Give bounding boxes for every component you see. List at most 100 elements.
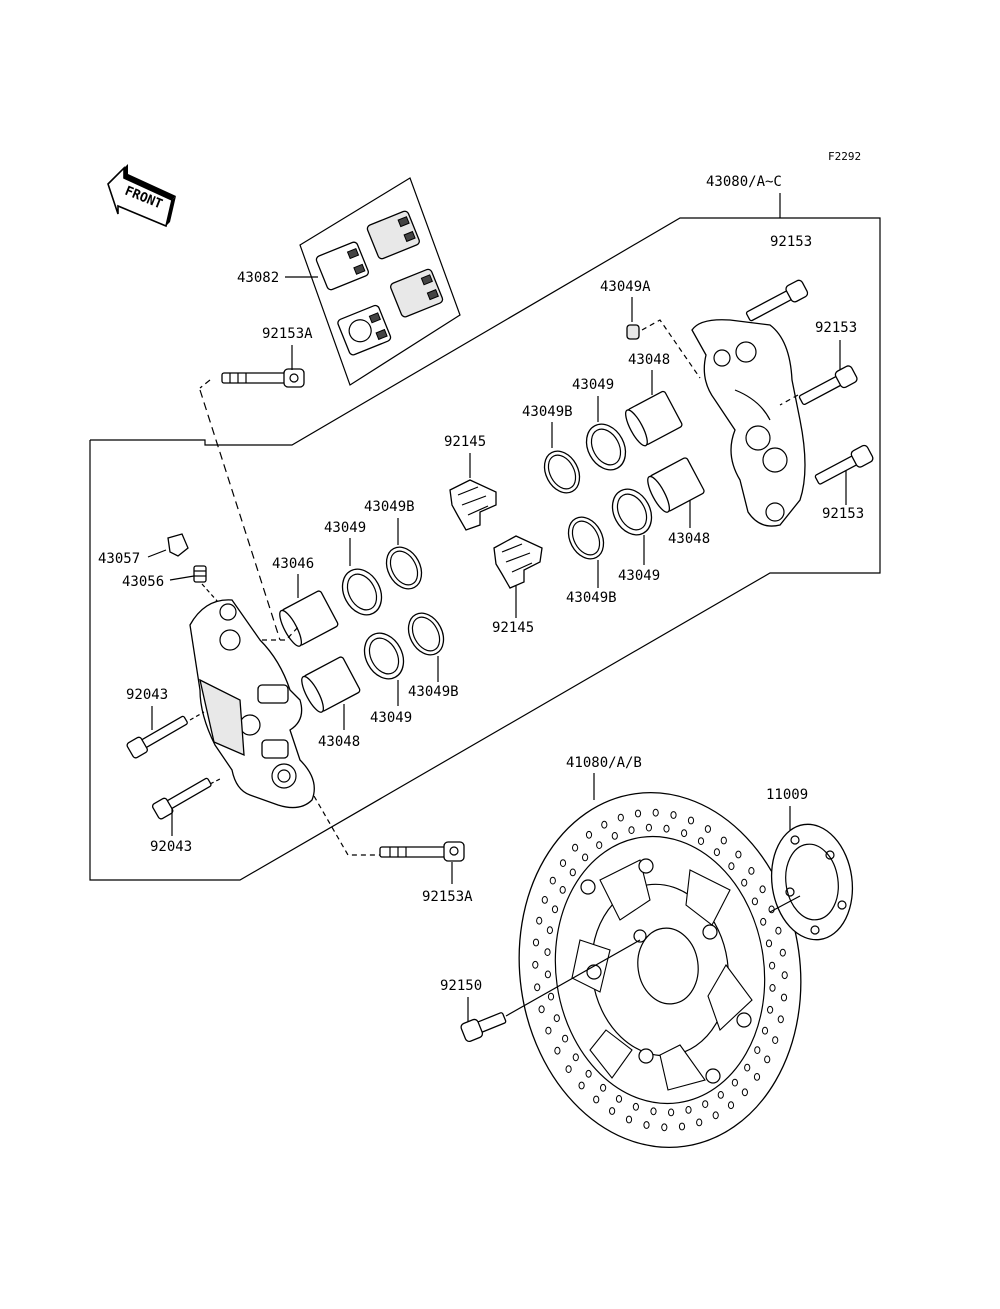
disc-vent-hole <box>559 886 566 894</box>
bolt-92153a-top <box>221 368 305 388</box>
disc-vent-hole <box>775 926 782 935</box>
disc-vent-hole <box>777 1015 784 1024</box>
bleeder-cap <box>167 533 189 557</box>
label-spring-a: 92145 <box>444 434 486 450</box>
disc-vent-hole <box>767 1005 774 1014</box>
label-shim: 11009 <box>766 787 808 803</box>
label-disc-bolt: 92150 <box>440 978 482 994</box>
disc-vent-hole <box>536 916 543 925</box>
disc-vent-hole <box>741 878 748 887</box>
disc-vent-hole <box>754 1046 761 1054</box>
assembly-outline <box>89 217 881 881</box>
disc-vent-hole <box>668 1108 675 1117</box>
disc-vent-hole <box>772 1036 779 1044</box>
piston-l2 <box>301 656 361 713</box>
label-piston-r1: 43048 <box>628 352 670 368</box>
piston-r2 <box>647 457 705 513</box>
disc-vent-hole <box>578 1081 585 1090</box>
label-seal-l2: 43049 <box>370 710 412 726</box>
front-direction-arrow-icon: FRONT <box>107 164 176 228</box>
disc-vent-hole <box>779 948 786 957</box>
disc-vent-hole <box>728 862 735 871</box>
spring-b <box>493 535 543 589</box>
disc-vent-hole <box>645 823 653 832</box>
disc-vent-hole <box>551 905 559 914</box>
brake-pad-set <box>299 177 461 386</box>
label-92153a-top: 92153A <box>262 326 313 342</box>
disc-vent-hole <box>748 867 755 875</box>
label-disc: 41080/A/B <box>566 755 642 771</box>
disc-vent-hole <box>634 809 642 818</box>
disc-vent-hole <box>554 1046 561 1055</box>
disc-vent-hole <box>731 1078 739 1087</box>
seal-43049a <box>626 324 640 340</box>
disc-vent-hole <box>652 808 659 817</box>
figure-code: F2292 <box>828 150 861 163</box>
caliper-half-left <box>189 599 315 809</box>
disc-vent-hole <box>765 939 773 948</box>
label-seal-r1: 43049 <box>572 377 614 393</box>
piston-l1 <box>279 590 339 647</box>
label-spring-b: 92145 <box>492 620 534 636</box>
spring-a <box>449 479 497 531</box>
seal-l2b <box>407 612 445 656</box>
disc-vent-hole <box>628 826 635 834</box>
disc-vent-hole <box>611 832 618 840</box>
disc-vent-hole <box>713 848 721 857</box>
disc-vent-hole <box>702 1100 709 1108</box>
label-seal-r2: 43049 <box>618 568 660 584</box>
disc-vent-hole <box>585 1069 592 1078</box>
label-92153-c: 92153 <box>822 506 864 522</box>
disc-vent-hole <box>593 1095 600 1104</box>
disc-vent-hole <box>615 1095 623 1103</box>
disc-vent-hole <box>697 837 705 845</box>
disc-vent-hole <box>549 876 556 885</box>
disc-vent-hole <box>544 948 551 956</box>
disc-vent-hole <box>596 841 603 849</box>
disc-vent-hole <box>547 992 555 1001</box>
disc-vent-hole <box>759 885 766 894</box>
label-seal-r2b: 43049B <box>566 590 617 606</box>
label-pad-set: 43082 <box>237 270 279 286</box>
disc-vent-hole <box>727 1101 735 1110</box>
label-43056: 43056 <box>122 574 164 590</box>
disc-shim <box>770 823 854 941</box>
disc-vent-hole <box>559 859 567 867</box>
label-92043-b: 92043 <box>150 839 192 855</box>
label-piston-l1: 43046 <box>272 556 314 572</box>
disc-vent-hole <box>753 1073 761 1081</box>
disc-vent-hole <box>544 970 552 979</box>
disc-vent-hole <box>769 984 776 992</box>
label-piston-r2: 43048 <box>668 531 710 547</box>
piston-r1 <box>625 390 683 447</box>
seal-r2 <box>611 488 653 536</box>
label-92153-a: 92153 <box>770 234 812 250</box>
caliper-half-right <box>691 319 806 527</box>
bolt-92043-b <box>151 777 212 820</box>
label-92153-b: 92153 <box>815 320 857 336</box>
disc-vent-hole <box>717 1091 724 1099</box>
disc-vent-hole <box>687 816 695 825</box>
disc-vent-hole <box>650 1107 657 1116</box>
bleed-valve <box>193 565 207 583</box>
seal-l1 <box>341 568 383 616</box>
disc-vent-hole <box>565 1065 572 1073</box>
disc-vent-hole <box>534 983 541 992</box>
disc-vent-hole <box>751 897 759 906</box>
disc-vent-hole <box>625 1115 633 1124</box>
seal-r2b <box>567 516 605 560</box>
label-92153a-bottom: 92153A <box>422 889 473 905</box>
label-piston-l2: 43048 <box>318 734 360 750</box>
disc-vent-hole <box>780 993 788 1002</box>
disc-vent-hole <box>562 1034 569 1043</box>
seal-r1 <box>585 423 627 471</box>
disc-vent-hole <box>643 1121 650 1129</box>
disc-vent-hole <box>685 1106 692 1114</box>
disc-vent-hole <box>545 1026 552 1035</box>
label-43057: 43057 <box>98 551 140 567</box>
disc-vent-hole <box>546 926 554 935</box>
disc-vent-hole <box>760 917 767 926</box>
bolt-92153-a <box>745 279 809 322</box>
disc-vent-hole <box>670 811 677 819</box>
